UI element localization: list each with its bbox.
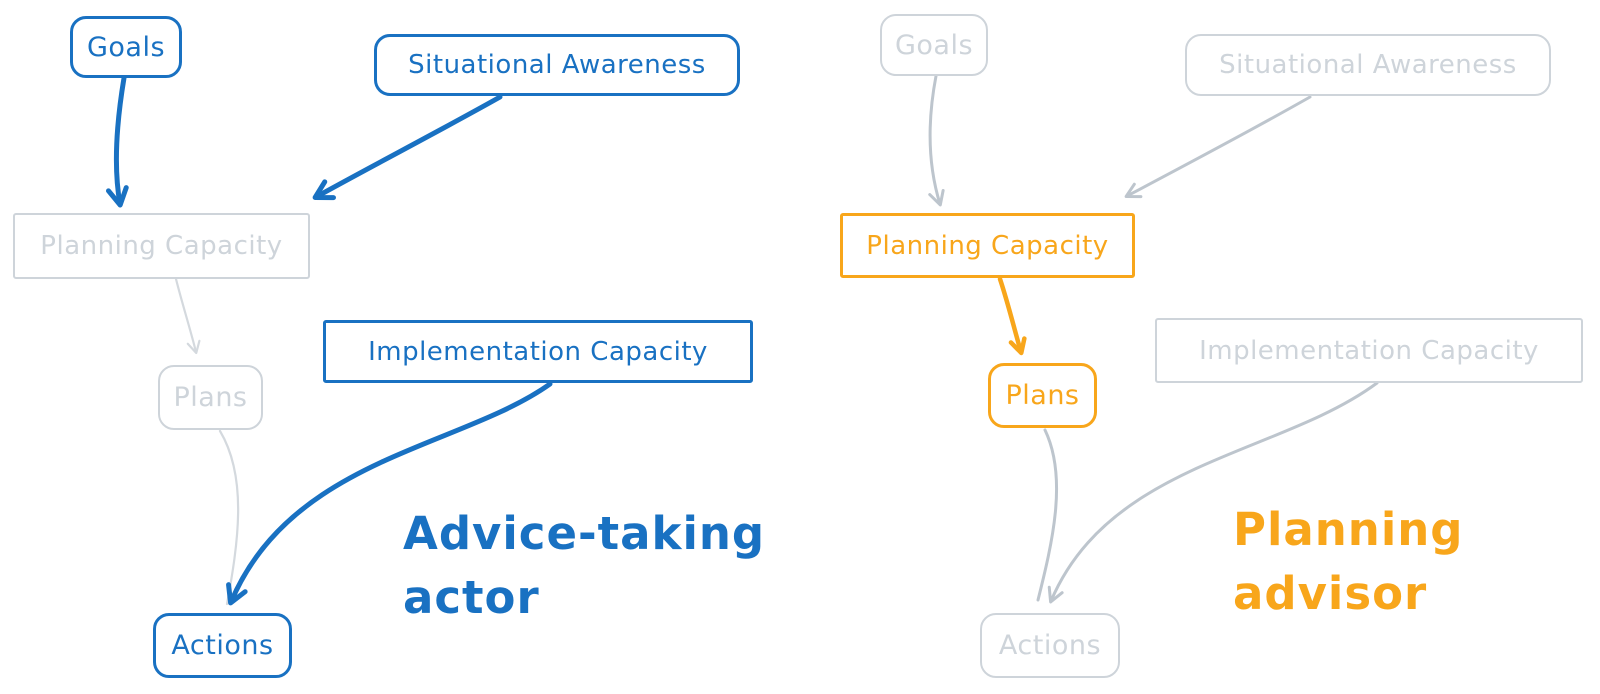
node-implementation-capacity-right-label: Implementation Capacity [1199, 335, 1539, 366]
caption-left-line1: Advice-taking [403, 507, 766, 560]
caption-advice-taking-actor: Advice-taking actor [403, 502, 765, 630]
edge-implementation-capacity-to-actions-left [226, 381, 553, 606]
node-implementation-capacity-left-label: Implementation Capacity [368, 336, 708, 367]
caption-right-line2: advisor [1233, 566, 1428, 620]
node-situational-awareness-left: Situational Awareness [374, 34, 740, 96]
node-actions-left-label: Actions [171, 630, 274, 661]
node-situational-awareness-left-label: Situational Awareness [408, 50, 706, 80]
node-planning-capacity-right: Planning Capacity [840, 213, 1135, 278]
node-actions-right: Actions [980, 613, 1120, 678]
node-implementation-capacity-left: Implementation Capacity [323, 320, 753, 383]
edge-situational-awareness-to-planning-capacity-left [312, 94, 503, 201]
edge-goals-to-planning-capacity-right [928, 74, 945, 207]
edge-situational-awareness-to-planning-capacity-right [1124, 95, 1312, 199]
edge-planning-capacity-to-plans-left [174, 277, 201, 355]
node-plans-right-label: Plans [1005, 380, 1080, 411]
node-implementation-capacity-right: Implementation Capacity [1155, 318, 1583, 383]
node-plans-left: Plans [158, 365, 263, 430]
caption-right-line1: Planning [1233, 503, 1464, 556]
edge-plans-to-actions-left [218, 429, 240, 606]
caption-left-line2: actor [403, 570, 540, 624]
node-planning-capacity-left-label: Planning Capacity [40, 231, 283, 261]
node-planning-capacity-left: Planning Capacity [13, 213, 310, 279]
node-actions-left: Actions [153, 613, 292, 678]
node-situational-awareness-right: Situational Awareness [1185, 34, 1551, 96]
node-actions-right-label: Actions [998, 630, 1102, 661]
node-planning-capacity-right-label: Planning Capacity [866, 230, 1109, 261]
node-plans-right: Plans [988, 363, 1097, 428]
node-plans-left-label: Plans [173, 382, 248, 413]
edge-plans-to-actions-right [1036, 428, 1059, 602]
node-situational-awareness-right-label: Situational Awareness [1219, 50, 1517, 80]
node-goals-left: Goals [70, 16, 182, 78]
node-goals-right-label: Goals [894, 29, 974, 61]
node-goals-right: Goals [880, 14, 988, 76]
edge-implementation-capacity-to-actions-right [1047, 381, 1379, 604]
node-goals-left-label: Goals [86, 31, 166, 63]
edge-planning-capacity-to-plans-right [997, 276, 1027, 356]
caption-planning-advisor: Planning advisor [1233, 498, 1464, 626]
edge-goals-to-planning-capacity-left [105, 75, 129, 208]
